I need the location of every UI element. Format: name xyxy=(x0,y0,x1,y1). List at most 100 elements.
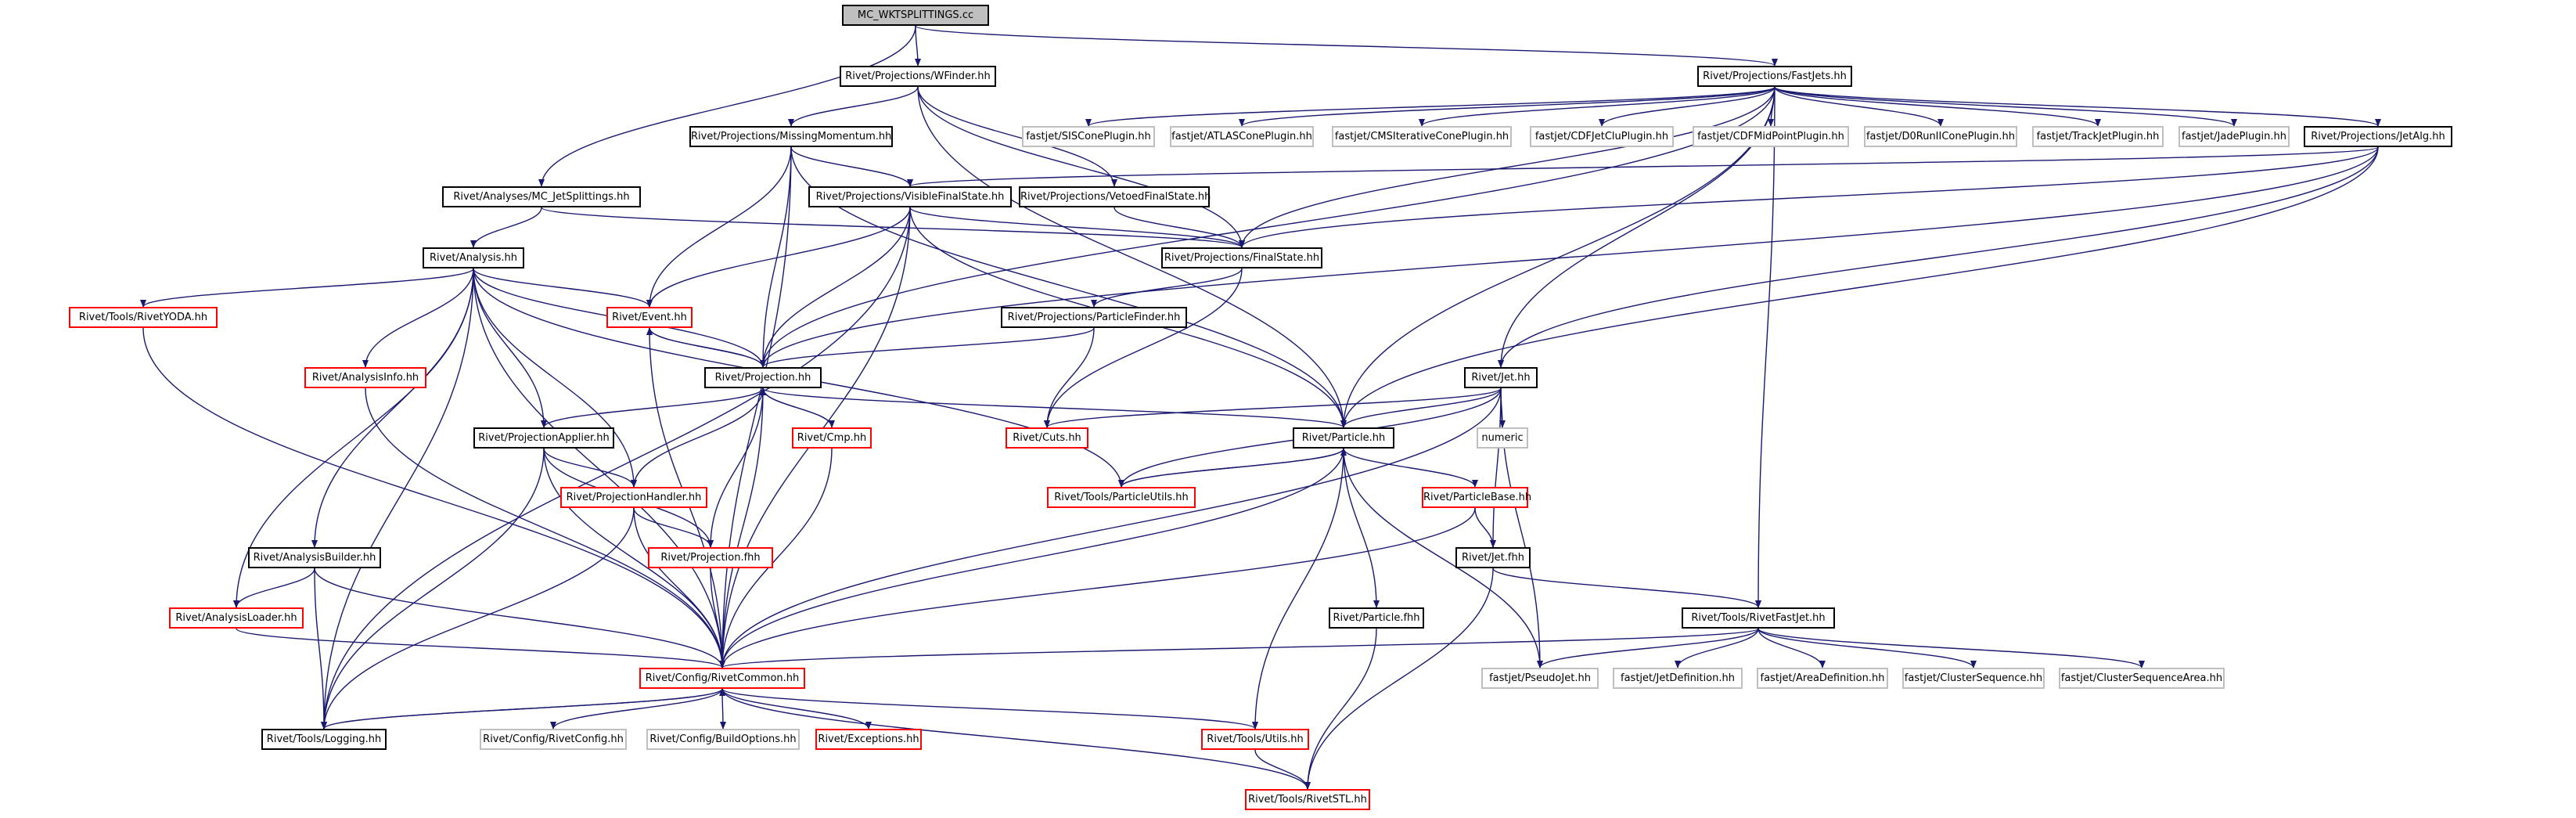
node-particlefinder[interactable]: Rivet/Projections/ParticleFinder.hh xyxy=(1001,307,1187,328)
node-projectionapplier[interactable]: Rivet/ProjectionApplier.hh xyxy=(473,427,614,449)
edge-root-to-mc_jetsplittings xyxy=(538,25,916,187)
edge-analysis-to-analysisinfo xyxy=(362,268,474,368)
node-particleutils[interactable]: Rivet/Tools/ParticleUtils.hh xyxy=(1047,487,1196,508)
edge-mc_jetsplittings-to-analysis xyxy=(470,207,542,248)
node-vetoedfinalstate[interactable]: Rivet/Projections/VetoedFinalState.hh xyxy=(1019,186,1211,207)
edge-projectionfhh-to-rivetcommon xyxy=(710,568,725,668)
edge-rivetcommon-to-exceptions xyxy=(721,688,872,730)
edge-fastjets-to-fj_siscone xyxy=(1085,86,1775,127)
node-fastjet-jetdefinition[interactable]: fastjet/JetDefinition.hh xyxy=(1613,668,1743,689)
node-analysis[interactable]: Rivet/Analysis.hh xyxy=(423,247,524,268)
edge-cmp-to-projection xyxy=(760,387,833,428)
edge-fastjets-to-fj_cmsiterative xyxy=(1419,86,1775,127)
node-fastjet-jade-plugin[interactable]: fastjet/JadePlugin.hh xyxy=(2178,126,2290,147)
node-analysisinfo[interactable]: Rivet/AnalysisInfo.hh xyxy=(304,367,426,388)
node-jet-fhh[interactable]: Rivet/Jet.fhh xyxy=(1455,547,1531,568)
edge-fastjets-to-jetalg xyxy=(1774,86,2381,127)
edge-projection-to-projectionapplier xyxy=(541,387,764,428)
node-buildoptions[interactable]: Rivet/Config/BuildOptions.hh xyxy=(646,729,800,750)
edge-missingmomentum-to-event xyxy=(646,146,792,308)
edge-projection-to-event xyxy=(646,327,764,368)
edge-rivetfastjet-to-jetdefinition xyxy=(1675,628,1759,668)
node-fastjet-clustersequencearea[interactable]: fastjet/ClusterSequenceArea.hh xyxy=(2059,668,2225,689)
node-exceptions[interactable]: Rivet/Exceptions.hh xyxy=(815,729,922,750)
node-missingmomentum[interactable]: Rivet/Projections/MissingMomentum.hh xyxy=(689,126,893,147)
edge-fastjets-to-fj_atlascone xyxy=(1239,86,1775,127)
node-finalstate[interactable]: Rivet/Projections/FinalState.hh xyxy=(1161,247,1322,268)
node-event[interactable]: Rivet/Event.hh xyxy=(606,307,693,328)
edge-particle-to-particlebase xyxy=(1343,448,1478,488)
edge-missingmomentum-to-rivetcommon xyxy=(719,146,792,668)
edge-missingmomentum-to-visiblefinalstate xyxy=(790,146,913,187)
node-projection-fhh[interactable]: Rivet/Projection.fhh xyxy=(648,547,773,568)
edge-particle-to-rivetcommon xyxy=(719,448,1344,668)
edge-analysis-to-rivetyoda xyxy=(140,268,474,308)
node-fastjet-areadefinition[interactable]: fastjet/AreaDefinition.hh xyxy=(1757,668,1888,689)
node-analysisloader[interactable]: Rivet/AnalysisLoader.hh xyxy=(169,607,304,629)
node-particle-fhh[interactable]: Rivet/Particle.fhh xyxy=(1329,607,1424,629)
node-fastjet-pseudojet[interactable]: fastjet/PseudoJet.hh xyxy=(1481,668,1599,689)
edge-fastjets-to-fj_trackjet xyxy=(1774,86,2101,127)
node-numeric[interactable]: numeric xyxy=(1477,427,1528,449)
node-jetalg[interactable]: Rivet/Projections/JetAlg.hh xyxy=(2304,126,2452,147)
edge-wfinder-to-particle xyxy=(917,86,1347,428)
edge-jetalg-to-jet xyxy=(1498,146,2379,368)
edge-particlebase-to-jetfhh xyxy=(1474,507,1496,548)
edge-rivetyoda-to-rivetcommon xyxy=(142,327,725,668)
edge-visiblefinalstate-to-finalstate xyxy=(909,207,1245,248)
edge-jetalg-to-projection xyxy=(760,146,2379,368)
node-visiblefinalstate[interactable]: Rivet/Projections/VisibleFinalState.hh xyxy=(808,186,1012,207)
node-particlebase[interactable]: Rivet/ParticleBase.hh xyxy=(1422,487,1531,508)
node-fastjet-trackjet-plugin[interactable]: fastjet/TrackJetPlugin.hh xyxy=(2032,126,2164,147)
edge-jet-to-rivetcommon xyxy=(719,387,1502,668)
edge-jetfhh-to-rivetfastjet xyxy=(1492,568,1761,608)
edge-rivetfastjet-to-areadefinition xyxy=(1758,628,1826,668)
node-fastjet-clustersequence[interactable]: fastjet/ClusterSequence.hh xyxy=(1902,668,2045,689)
node-fastjet-atlascone-plugin[interactable]: fastjet/ATLASConePlugin.hh xyxy=(1170,126,1314,147)
node-jet[interactable]: Rivet/Jet.hh xyxy=(1464,367,1538,388)
node-particle[interactable]: Rivet/Particle.hh xyxy=(1293,427,1394,449)
edge-projectionapplier-to-projectionhandler xyxy=(543,448,637,488)
node-fastjets[interactable]: Rivet/Projections/FastJets.hh xyxy=(1697,66,1852,87)
edge-jetalg-to-finalstate xyxy=(1239,146,2379,248)
edge-analysisbuilder-to-rivetcommon xyxy=(314,568,725,668)
node-rivetconfig[interactable]: Rivet/Config/RivetConfig.hh xyxy=(480,729,627,750)
edge-jetalg-to-visiblefinalstate xyxy=(907,146,2379,187)
node-fastjet-cdfmidpoint-plugin[interactable]: fastjet/CDFMidPointPlugin.hh xyxy=(1693,126,1849,147)
node-fastjet-d0runii-plugin[interactable]: fastjet/D0RunIIConePlugin.hh xyxy=(1864,126,2017,147)
node-utils[interactable]: Rivet/Tools/Utils.hh xyxy=(1201,729,1309,750)
edge-missingmomentum-to-projection xyxy=(760,146,792,368)
node-projection[interactable]: Rivet/Projection.hh xyxy=(704,367,822,388)
node-analysisbuilder[interactable]: Rivet/AnalysisBuilder.hh xyxy=(248,547,381,568)
edge-cmp-to-rivetcommon xyxy=(719,448,833,668)
node-projectionhandler[interactable]: Rivet/ProjectionHandler.hh xyxy=(560,487,707,508)
node-mc-wktsplittings[interactable]: MC_WKTSPLITTINGS.cc xyxy=(842,5,989,26)
node-logging[interactable]: Rivet/Tools/Logging.hh xyxy=(261,729,387,750)
node-fastjet-siscone-plugin[interactable]: fastjet/SISConePlugin.hh xyxy=(1022,126,1155,147)
edge-analysis-to-projectionhandler xyxy=(473,268,637,488)
edge-finalstate-to-particlefinder xyxy=(1091,268,1243,308)
node-cmp[interactable]: Rivet/Cmp.hh xyxy=(792,427,872,449)
node-rivetstl[interactable]: Rivet/Tools/RivetSTL.hh xyxy=(1245,789,1370,810)
node-fastjet-cdfjetclu-plugin[interactable]: fastjet/CDFJetCluPlugin.hh xyxy=(1530,126,1674,147)
node-rivetcommon[interactable]: Rivet/Config/RivetCommon.hh xyxy=(639,668,805,689)
edge-jet-to-particle xyxy=(1340,387,1502,428)
edge-rivetfastjet-to-clustersequencearea xyxy=(1758,628,2145,668)
node-cuts[interactable]: Rivet/Cuts.hh xyxy=(1006,427,1088,449)
edge-wfinder-to-vetoedfinalstate xyxy=(917,86,1117,187)
node-wfinder[interactable]: Rivet/Projections/WFinder.hh xyxy=(840,66,996,87)
node-rivetfastjet[interactable]: Rivet/Tools/RivetFastJet.hh xyxy=(1682,607,1835,629)
node-fastjet-cmsiterative-plugin[interactable]: fastjet/CMSIterativeConePlugin.hh xyxy=(1332,126,1512,147)
edge-rivetfastjet-to-pseudojet xyxy=(1537,628,1759,668)
node-rivetyoda[interactable]: Rivet/Tools/RivetYODA.hh xyxy=(69,307,218,328)
edge-particle-to-pseudojet xyxy=(1343,448,1543,668)
node-mc-jetsplittings[interactable]: Rivet/Analyses/MC_JetSplittings.hh xyxy=(442,186,641,207)
edge-fastjets-to-finalstate xyxy=(1239,86,1775,248)
edge-particle-to-particlefhh xyxy=(1343,448,1380,608)
edge-particlefinder-to-cuts xyxy=(1044,327,1095,428)
edge-analysis-to-rivetcommon xyxy=(473,268,725,668)
edge-rivetfastjet-to-rivetcommon xyxy=(719,628,1759,668)
edge-rivetcommon-to-utils xyxy=(721,688,1258,730)
